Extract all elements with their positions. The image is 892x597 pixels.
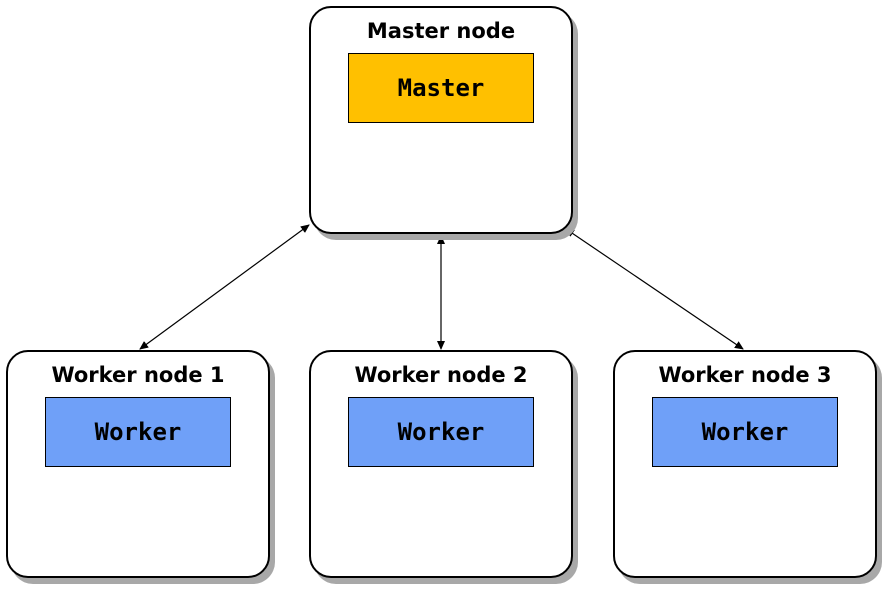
master-node-title: Master node — [366, 19, 516, 43]
worker-node-2-title: Worker node 2 — [354, 363, 528, 387]
link-master-worker3 — [565, 228, 744, 350]
worker-node-3-box: Worker node 3 Worker — [613, 350, 877, 578]
worker-2-process-label: Worker — [397, 418, 485, 446]
master-node-box: Master node Master — [309, 6, 573, 234]
worker-node-2-box: Worker node 2 Worker — [309, 350, 573, 578]
master-process-box: Master — [348, 53, 534, 123]
worker-node-1-box: Worker node 1 Worker — [6, 350, 270, 578]
worker-node-1-title: Worker node 1 — [51, 363, 225, 387]
worker-1-process-box: Worker — [45, 397, 231, 467]
worker-3-process-label: Worker — [701, 418, 789, 446]
worker-3-process-box: Worker — [652, 397, 838, 467]
worker-node-3-title: Worker node 3 — [658, 363, 832, 387]
link-master-worker1 — [139, 224, 310, 350]
worker-1-process-label: Worker — [94, 418, 182, 446]
master-process-label: Master — [397, 74, 485, 102]
worker-2-process-box: Worker — [348, 397, 534, 467]
